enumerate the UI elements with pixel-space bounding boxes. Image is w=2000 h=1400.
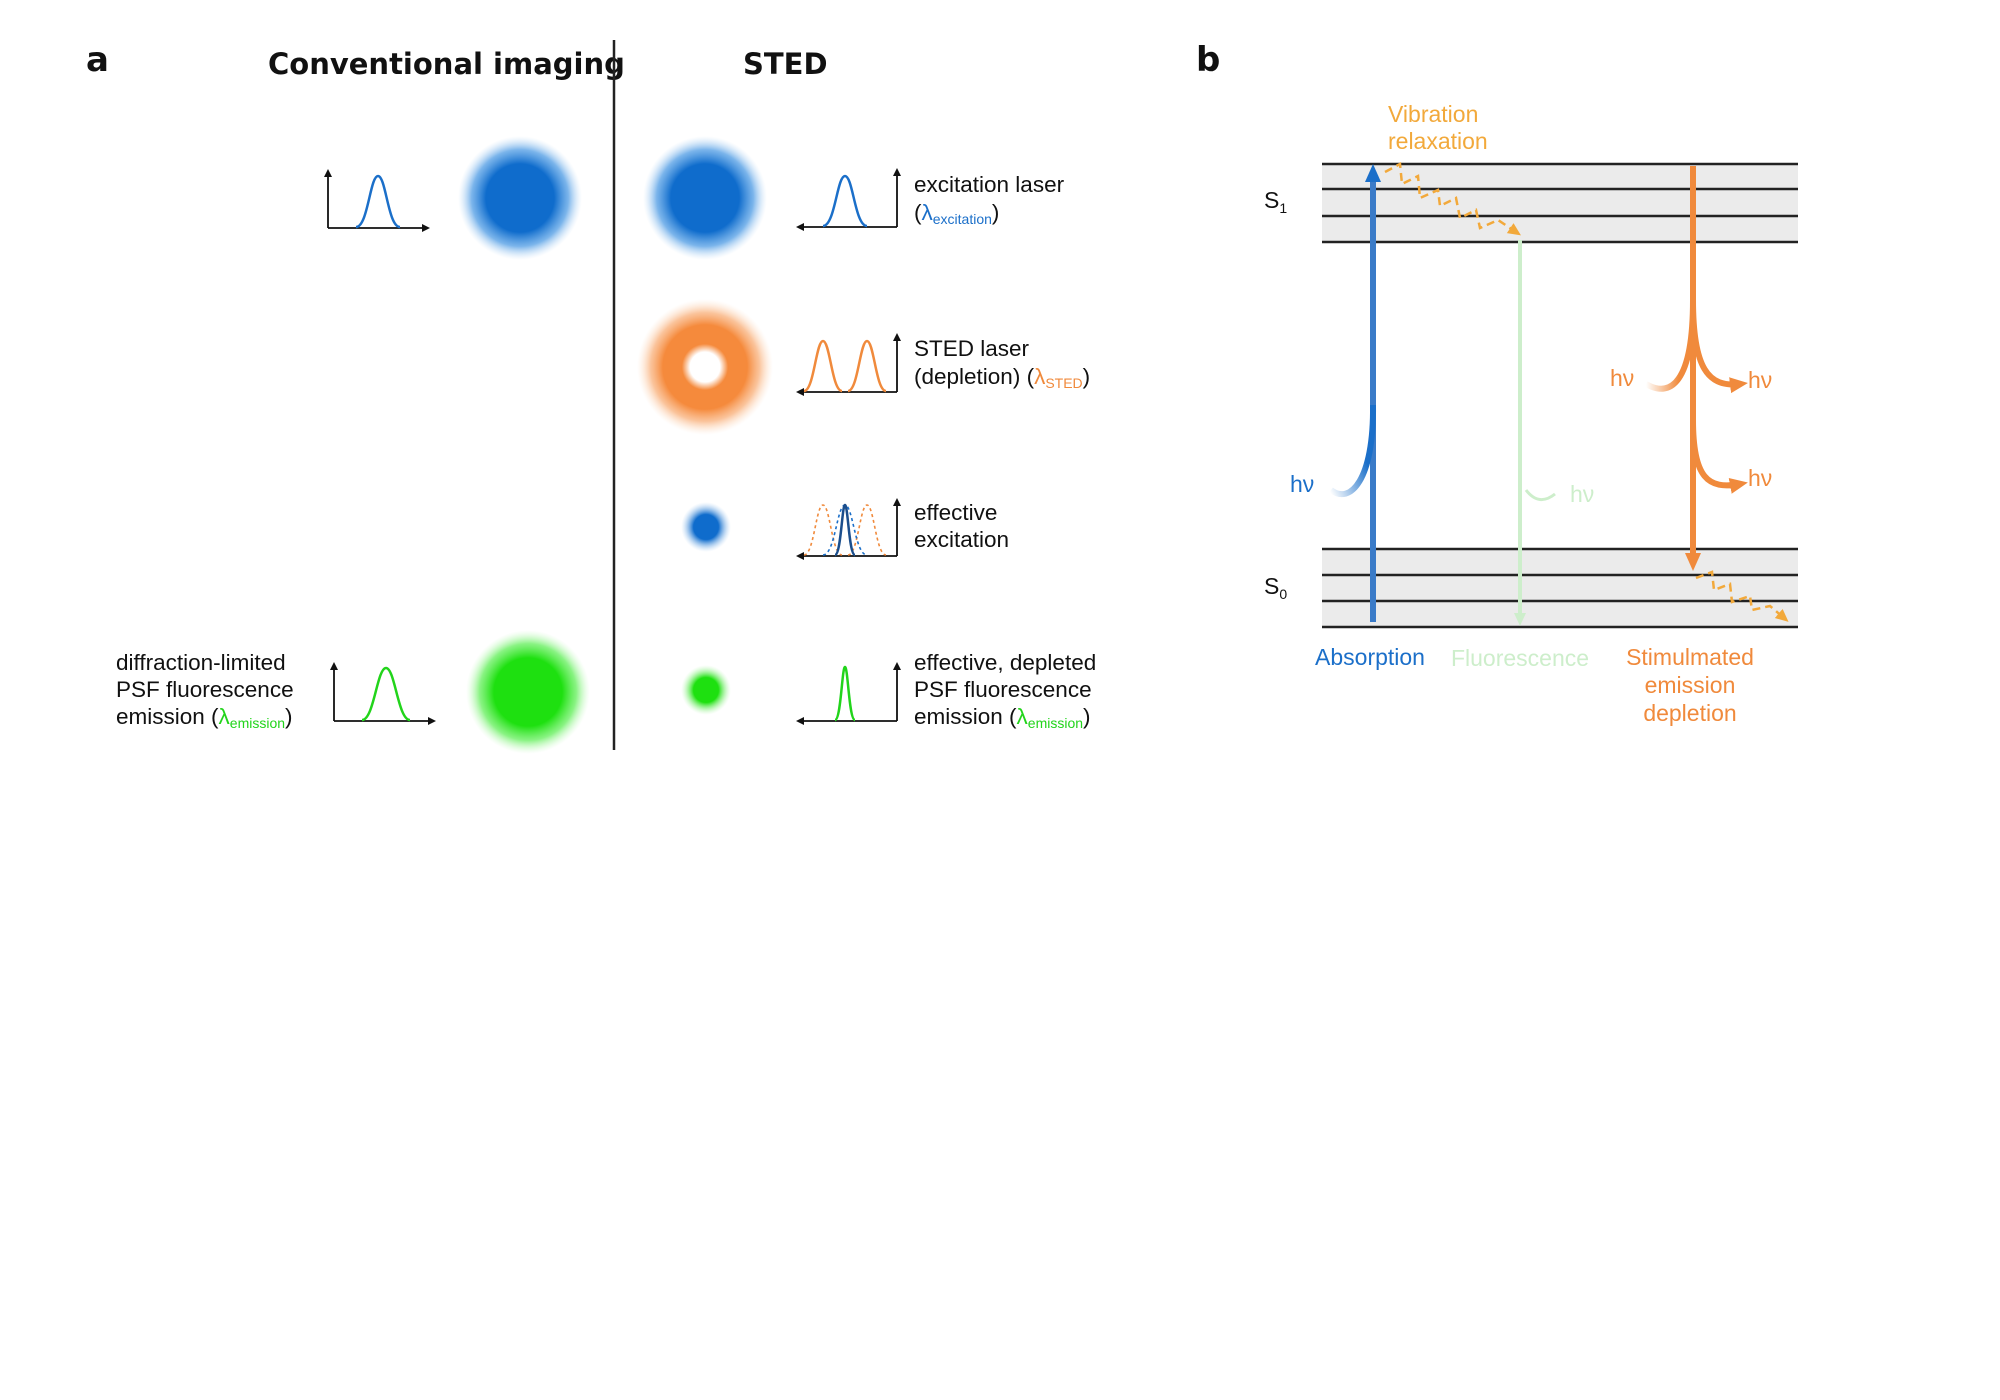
conventional-excitation-spot	[458, 136, 582, 260]
svg-text:relaxation: relaxation	[1388, 128, 1488, 154]
incoming-hv-label: hν	[1610, 365, 1634, 391]
incoming-photon	[1644, 299, 1696, 392]
fluorescence-label: Fluorescence	[1451, 645, 1589, 671]
svg-text:effective, depleted: effective, depleted	[914, 650, 1096, 675]
vibration-relaxation-label: Vibration relaxation	[1388, 101, 1488, 154]
svg-text:Vibration: Vibration	[1388, 101, 1478, 127]
svg-text:PSF fluorescence: PSF fluorescence	[914, 677, 1092, 702]
fluorescence-hv-label: hν	[1570, 481, 1594, 507]
s0-energy-band	[1322, 547, 1798, 629]
sted-depletion-donut	[637, 299, 773, 435]
svg-text:emission (λemission): emission (λemission)	[914, 704, 1091, 731]
svg-text:(depletion) (λSTED): (depletion) (λSTED)	[914, 364, 1090, 391]
panel-b-letter: b	[1196, 40, 1220, 80]
effective-excitation-plot	[796, 498, 901, 560]
svg-text:emission: emission	[1645, 672, 1736, 698]
sted-heading: STED	[743, 47, 828, 81]
absorption-hv-label: hν	[1290, 471, 1314, 497]
svg-text:Stimulmated: Stimulmated	[1626, 644, 1754, 670]
effective-emission-spot	[681, 665, 731, 715]
effective-excitation-spot	[681, 502, 731, 552]
vibration-relaxation-squiggle	[1384, 162, 1521, 236]
sted-excitation-plot	[796, 168, 901, 231]
effective-excitation-label: effective excitation	[914, 500, 1009, 552]
sted-excitation-spot	[643, 136, 767, 260]
svg-text:PSF fluorescence: PSF fluorescence	[116, 677, 294, 702]
svg-text:diffraction-limited: diffraction-limited	[116, 650, 286, 675]
stimulated-photon-2	[1690, 419, 1748, 494]
s1-label: S1	[1264, 187, 1287, 216]
conventional-emission-spot	[466, 630, 590, 754]
sted-laser-label: STED laser (depletion) (λSTED)	[914, 336, 1090, 391]
effective-emission-plot	[796, 662, 901, 725]
absorption-photon	[1329, 404, 1377, 498]
stimulated-photon-1	[1690, 299, 1748, 394]
fluorescence-photon	[1524, 489, 1556, 501]
svg-text:depletion: depletion	[1643, 700, 1736, 726]
svg-text:emission (λemission): emission (λemission)	[116, 704, 293, 731]
ground-relaxation-squiggle	[1695, 570, 1789, 622]
effective-depleted-label: effective, depleted PSF fluorescence emi…	[914, 650, 1096, 731]
panel-a-letter: a	[86, 40, 109, 80]
svg-text:STED laser: STED laser	[914, 336, 1030, 361]
svg-text:excitation laser: excitation laser	[914, 172, 1065, 197]
stimulated-hv-label-2: hν	[1748, 465, 1772, 491]
stimulated-emission-label: Stimulmated emission depletion	[1626, 644, 1754, 726]
svg-text:(λexcitation): (λexcitation)	[914, 200, 999, 227]
conventional-excitation-plot	[324, 169, 430, 232]
conventional-heading: Conventional imaging	[268, 47, 625, 81]
svg-text:effective: effective	[914, 500, 997, 525]
svg-text:excitation: excitation	[914, 527, 1009, 552]
stimulated-hv-label-1: hν	[1748, 367, 1772, 393]
s0-label: S0	[1264, 573, 1287, 602]
conventional-emission-plot	[330, 662, 436, 725]
absorption-label: Absorption	[1315, 644, 1425, 670]
sted-depletion-plot	[796, 333, 901, 396]
excitation-laser-label: excitation laser (λexcitation)	[914, 172, 1065, 227]
diffraction-limited-label: diffraction-limited PSF fluorescence emi…	[116, 650, 294, 731]
s1-energy-band	[1322, 162, 1798, 244]
